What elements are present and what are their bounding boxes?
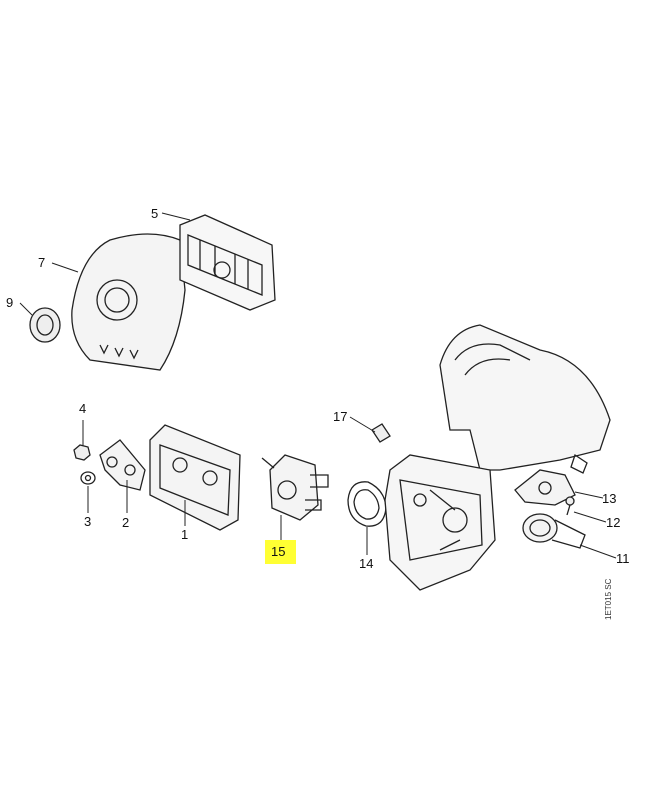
highlight-box (265, 540, 296, 564)
leader-lines (19, 212, 617, 559)
part-label-9[interactable]: 9 (6, 295, 14, 310)
nut-washer-parts (73, 444, 96, 485)
drawing-code: 1ET015 SC (604, 578, 613, 620)
part-label-14[interactable]: 14 (359, 556, 374, 571)
crankcase-handle-part (384, 324, 611, 591)
base-plate-part (149, 424, 241, 531)
gasket-part (347, 481, 387, 527)
bracket-part (99, 439, 146, 491)
part-label-17[interactable]: 17 (333, 409, 348, 424)
part-label-5[interactable]: 5 (151, 206, 159, 221)
part-label-11[interactable]: 11 (616, 551, 630, 566)
part-label-4[interactable]: 4 (79, 401, 87, 416)
carburetor-part (261, 454, 329, 521)
part-label-2[interactable]: 2 (122, 515, 130, 530)
part-label-3[interactable]: 3 (84, 514, 92, 529)
intake-manifold-part (522, 513, 586, 549)
elbow-part (514, 453, 588, 506)
part-label-15[interactable]: 15 (271, 544, 286, 559)
part-label-13[interactable]: 13 (602, 491, 617, 506)
shroud-part (71, 233, 186, 371)
part-label-7[interactable]: 7 (38, 255, 46, 270)
screw-part (565, 496, 575, 516)
part-label-1[interactable]: 1 (181, 527, 189, 542)
air-filter-part (179, 214, 276, 311)
part-label-12[interactable]: 12 (606, 515, 621, 530)
connector-part (371, 423, 391, 443)
twist-lock-part (29, 307, 61, 343)
